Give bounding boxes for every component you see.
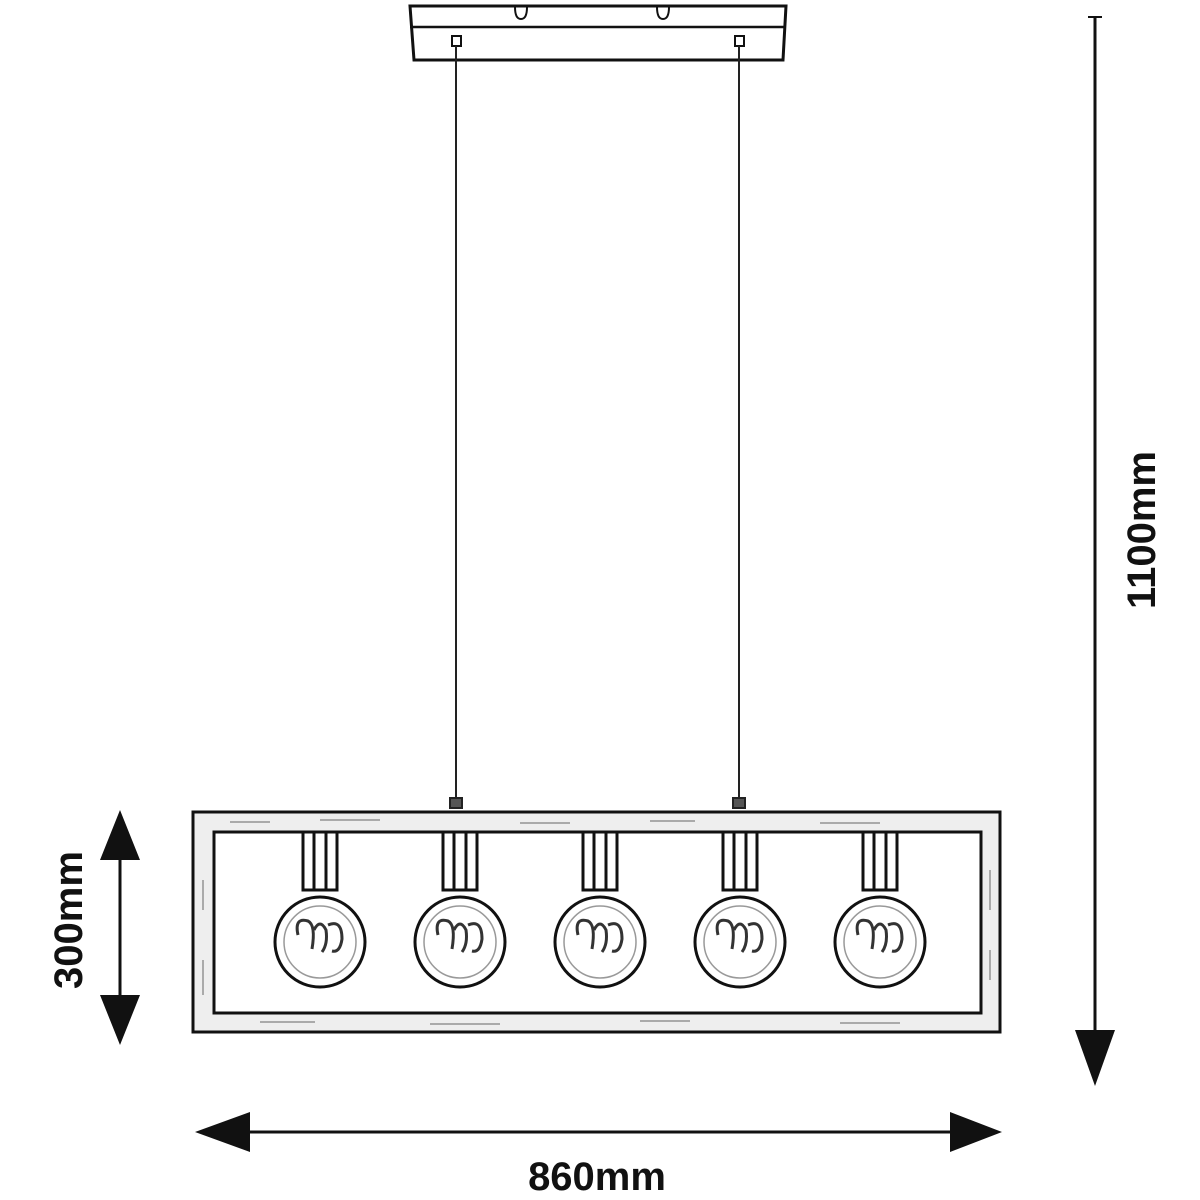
bulb-globe: [553, 895, 647, 989]
bulb-1: [273, 830, 367, 989]
socket: [721, 830, 759, 892]
bulb-2: [413, 830, 507, 989]
filament: [855, 918, 904, 953]
filament: [575, 918, 624, 953]
bulb-4: [693, 830, 787, 989]
frame-height-label: 300mm: [47, 851, 91, 989]
bulb-globe: [413, 895, 507, 989]
filament: [295, 918, 344, 953]
width-label: 860mm: [528, 1155, 666, 1199]
width-dimension: 860mm: [195, 1112, 1002, 1199]
bulb-5: [833, 830, 927, 989]
height-dimension: 1100mm: [1075, 16, 1164, 1086]
ceiling-canopy: [408, 4, 788, 62]
filament: [715, 918, 764, 953]
bulb-globe: [693, 895, 787, 989]
socket: [301, 830, 339, 892]
height-label: 1100mm: [1120, 451, 1164, 609]
bulb-globe: [833, 895, 927, 989]
bulb-3: [553, 830, 647, 989]
bulb-globe: [273, 895, 367, 989]
suspension-cables: [449, 46, 746, 809]
filament: [435, 918, 484, 953]
socket: [861, 830, 899, 892]
socket: [581, 830, 619, 892]
bulbs: [273, 830, 927, 989]
socket: [441, 830, 479, 892]
frame-height-dimension: 300mm: [47, 810, 140, 1045]
